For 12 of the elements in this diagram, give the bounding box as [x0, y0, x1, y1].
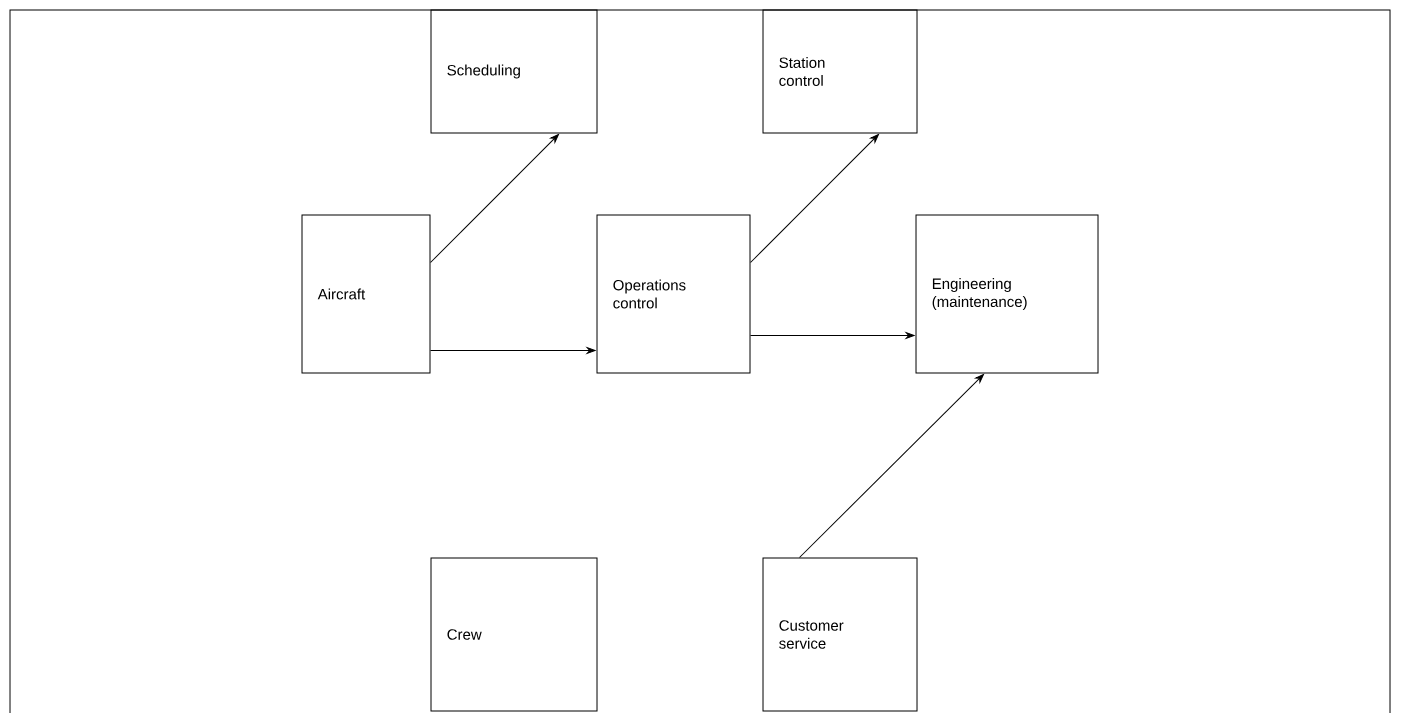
arrow — [750, 134, 879, 263]
arrow — [430, 347, 596, 354]
process-box: Crew — [430, 557, 598, 712]
process-box: Aircraft — [301, 214, 431, 374]
process-box: Engineering (maintenance) — [915, 214, 1099, 374]
process-box: Scheduling — [430, 9, 598, 134]
arrow — [430, 134, 559, 263]
process-box: Station control — [762, 9, 918, 134]
arrow — [750, 332, 915, 339]
process-box: Operations control — [596, 214, 751, 374]
arrow — [799, 374, 984, 558]
process-box: Customer service — [762, 557, 918, 712]
